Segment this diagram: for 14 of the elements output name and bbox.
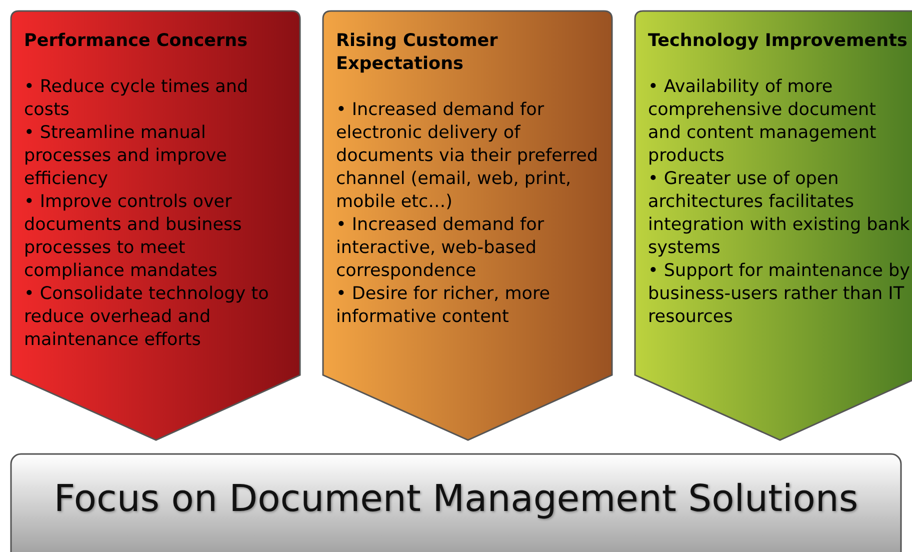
bullet-point: • Improve controls over documents and business processes to meet compliance mandates bbox=[24, 191, 243, 283]
banner-title: Focus on Document Management Solutions bbox=[52, 477, 860, 520]
bullet-point: • Increased demand for interactive, web-based correspondence bbox=[336, 214, 546, 283]
bullet-point: • Availability of more comprehensive document and content management products bbox=[648, 76, 878, 168]
column-heading: Technology Improvements bbox=[648, 30, 908, 53]
bullet-point: • Greater use of open architectures facilitates integration with existing bank systems bbox=[648, 168, 911, 260]
bullet-point: • Reduce cycle times and costs bbox=[24, 76, 250, 122]
column-heading: Rising Customer Expectations bbox=[336, 30, 499, 76]
bullet-point: • Increased demand for electronic delivery of documents via their preferred channel (email, web, print, mobile etc…) bbox=[336, 99, 600, 214]
bullet-point: • Streamline manual processes and improve efficiency bbox=[24, 122, 228, 191]
bullet-point: • Support for maintenance by business-users rather than IT resources bbox=[648, 260, 911, 329]
column-heading: Performance Concerns bbox=[24, 30, 249, 53]
bullet-point: • Consolidate technology to reduce overhead and maintenance efforts bbox=[24, 283, 270, 352]
bullet-point: • Desire for richer, more informative content bbox=[336, 283, 552, 329]
